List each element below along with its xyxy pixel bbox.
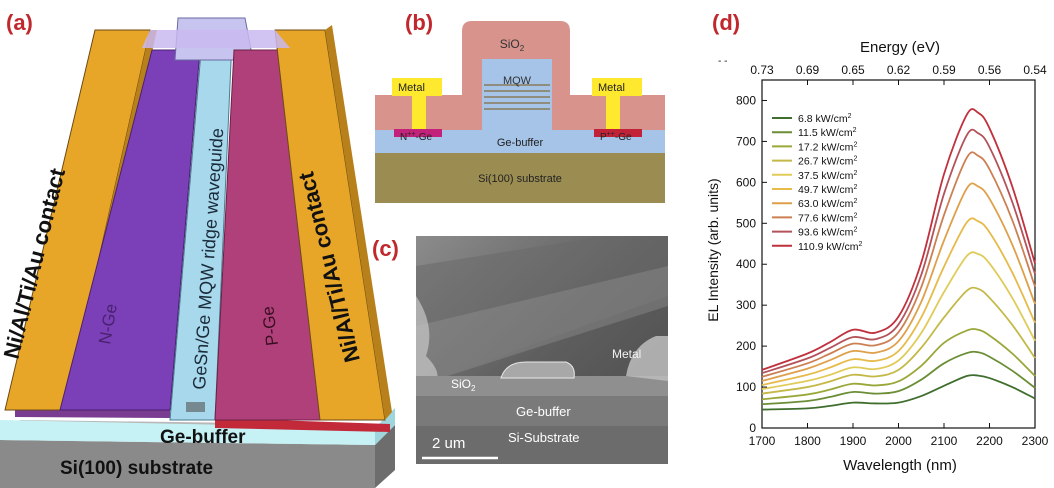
b-metal-left-label: Metal [398,82,425,94]
legend-entry: 17.2 kW/cm2 [798,141,857,153]
legend-entry: 37.5 kW/cm2 [798,170,857,182]
b-p-contact [594,129,642,137]
b-metal-right-pad [592,78,642,96]
c-metal-label: Metal [612,347,641,361]
y-tick-label: 100 [736,380,756,394]
substrate-layer [0,440,375,488]
x-tick-label: 2200 [976,434,1003,448]
x-tick-label: 2100 [931,434,958,448]
y-tick-label: 700 [736,134,756,148]
c-oxide-label: SiO2 [451,377,476,393]
series-line-1 [761,374,1036,411]
b-n-contact [394,129,442,137]
el-spectra-chart: 1700 1800 1900 2000 2100 2200 2300 0 100 200 300 40… [705,39,1049,474]
top-tick-label: 0.59 [932,63,956,77]
c-buffer-label: Ge-buffer [516,404,571,419]
y-tick-label: 800 [736,93,756,107]
b-p-contact-label: P++-Ge [600,131,632,143]
series-line-3 [761,328,1036,401]
legend-entry: 63.0 kW/cm2 [798,198,857,210]
b-n-contact-label: N++-Ge [400,131,433,143]
top-tick-label: 0.65 [841,63,865,77]
top-tick-label: 0.54 [1023,63,1047,77]
x-tick-label: 1900 [840,434,867,448]
series-line-2 [761,350,1036,406]
b-substrate-label: Si(100) substrate [478,173,562,185]
b-mqw-label: MQW [503,75,532,87]
y-tick-label: 0 [749,421,756,435]
x-tick-label: 2300 [1022,434,1049,448]
sem-image: Metal SiO2 Ge-buffer Si-Substrate 2 um [416,236,668,464]
b-substrate [375,153,665,203]
x-tick-label: 2000 [885,434,912,448]
panel-d-label: (d) [712,10,741,35]
b-mqw-block [482,59,552,130]
top-tick-label: 0.56 [978,63,1002,77]
series-line-8 [761,151,1036,378]
y-tick-label: 300 [736,298,756,312]
p-ge-label: P-Ge [258,305,282,347]
legend-entry: 11.5 kW/cm2 [798,127,857,139]
x-tick-label: 1700 [749,434,776,448]
x-tick-label: 1800 [794,434,821,448]
series-line-6 [761,217,1036,386]
series-line-4 [761,286,1036,395]
series-line-5 [761,251,1036,390]
y-tick-label: 500 [736,216,756,230]
top-tick-label: 0.73 [750,63,774,77]
b-oxide-label: SiO2 [500,37,525,53]
buffer-label: Ge-buffer [160,427,246,448]
b-buffer-label: Ge-buffer [497,137,544,149]
right-contact [274,25,392,421]
b-metal-left-pad [392,78,442,96]
cross-section-schematic: SiO2 MQW Metal Metal N++-Ge P++-Ge Ge-bu… [375,21,665,203]
legend-entry: 26.7 kW/cm2 [798,156,857,168]
top-axis-note: - - [718,56,727,67]
series-line-9 [761,128,1036,374]
x-axis-title: Wavelength (nm) [843,457,957,474]
panel-a-label: (a) [6,10,33,35]
substrate-label: Si(100) substrate [60,458,213,479]
y-tick-label: 400 [736,257,756,271]
c-scale-label: 2 um [432,435,465,452]
c-substrate-label: Si-Substrate [508,430,580,445]
b-metal-right-label: Metal [598,82,625,94]
legend-entry: 49.7 kW/cm2 [798,184,857,196]
series-line-7 [761,182,1036,382]
top-tick-label: 0.69 [796,63,820,77]
y-tick-label: 600 [736,175,756,189]
y-tick-label: 200 [736,339,756,353]
panel-b-label: (b) [405,10,434,35]
device-3d-schematic: Ni/Al/Ti/Au contact N-Ge GeSn/Ge MQW rid… [0,17,395,488]
legend-entry: 77.6 kW/cm2 [798,212,857,224]
b-buffer [375,130,665,153]
legend-entry: 6.8 kW/cm2 [798,113,852,125]
top-tick-label: 0.62 [887,63,911,77]
y-axis-title: EL Intensity (arb. units) [705,178,721,321]
legend-entry: 110.9 kW/cm2 [798,241,863,253]
top-axis-title: Energy (eV) [860,39,940,56]
legend-entry: 93.6 kW/cm2 [798,227,857,239]
series-line-10 [761,108,1036,371]
panel-c-label: (c) [372,236,399,261]
